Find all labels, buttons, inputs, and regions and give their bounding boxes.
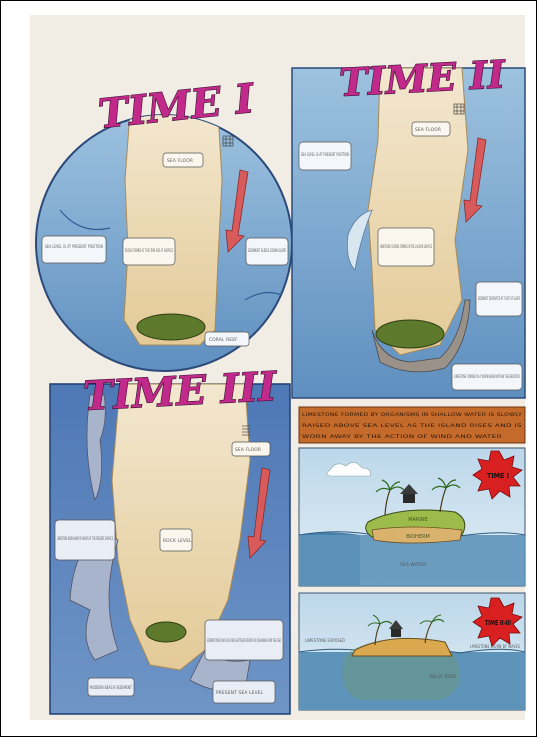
time2-bottom-label: LIMESTONE FORMED IN A WORN BASIN WITHIN … [454, 374, 520, 380]
time1-coral-reef-label: CORAL REEF [209, 337, 238, 343]
time2-sea-level-label: SEA LEVEL IS AT PRESENT POSITION [301, 152, 349, 158]
time1-coral-reef [137, 314, 205, 340]
island1-sea-label: SEA WATER [400, 562, 427, 568]
time1-title: TIME I [96, 75, 257, 138]
island1-top-label: MARINE [408, 517, 428, 523]
time1-rock-column [124, 112, 222, 345]
island2-bottom-label: RELIC REEF [430, 674, 457, 680]
time1-sea-level-label: SEA LEVEL IS AT PRESENT POSITION [45, 244, 103, 250]
time3-present-level-label: PRESENT SEA LEVEL [216, 690, 264, 696]
time1-above-level-label: ROCKS FORMED AT THIS TIME ARE AT SURFACE [125, 248, 173, 254]
time3-lower-label: MODERN BEACH SEDIMENT [90, 685, 132, 691]
time3-sea-floor-label: SEA FLOOR [235, 447, 261, 453]
island1-mid-label: BIOHERM [406, 534, 430, 540]
island-panel-1: MARINE BIOHERM SEA WATER TIME I [299, 448, 525, 586]
explanation-banner: LIMESTONE FORMED BY ORGANISMS IN SHALLOW… [299, 407, 525, 443]
time2-title: TIME II [338, 51, 507, 105]
time2-coral-reef [376, 320, 444, 348]
time2-growth-label: LIMESTONE IS BEING FORMED IN THE LAGOON … [380, 244, 432, 250]
time1-badge-label: TIME I [487, 472, 509, 480]
time2-rock-column [368, 68, 468, 355]
time2-sea-floor-label: SEA FLOOR [415, 127, 441, 133]
time3-left-note: LIMESTONE WORN AWAY BY WAVES AT THE PRES… [57, 536, 113, 542]
time3-rock-level-label: ROCK LEVEL [163, 538, 192, 544]
time1-sediment-label: SEDIMENT SLIDES DOWN SLOPE [248, 248, 286, 254]
time2-sediment-label: SEDIMENT DEPOSITED AT FOOT OF SLOPE [478, 296, 520, 302]
island2-right-label: LIMESTONE WORN BY WAVES [470, 644, 520, 650]
banner-line2: RAISED ABOVE SEA LEVEL AS THE ISLAND RIS… [302, 423, 522, 429]
time2-panel: SEA FLOOR SEA LEVEL IS AT PRESENT POSITI… [292, 51, 525, 398]
time3-coral-reef [146, 622, 186, 642]
time1-sea-floor-label: SEA FLOOR [167, 158, 193, 164]
banner-line1: LIMESTONE FORMED BY ORGANISMS IN SHALLOW… [302, 412, 522, 418]
banner-line3: WORN AWAY BY THE ACTION OF WIND AND WATE… [302, 434, 502, 440]
time3-sediment-label: SEDIMENT MIXED WITH OLD AND SHATTERED GR… [207, 638, 281, 644]
time3-panel: SEA FLOOR LIMESTONE WORN AWAY BY WAVES A… [50, 363, 290, 714]
island2-left-label: LIMESTONE EXPOSED [305, 638, 345, 644]
time2-badge-label: TIME II-III [485, 619, 511, 627]
time1-panel: SEA FLOOR SEA LEVEL IS AT PRESENT POSITI… [36, 75, 292, 371]
island-panel-2: LIMESTONE EXPOSED LIMESTONE WORN BY WAVE… [299, 593, 525, 710]
